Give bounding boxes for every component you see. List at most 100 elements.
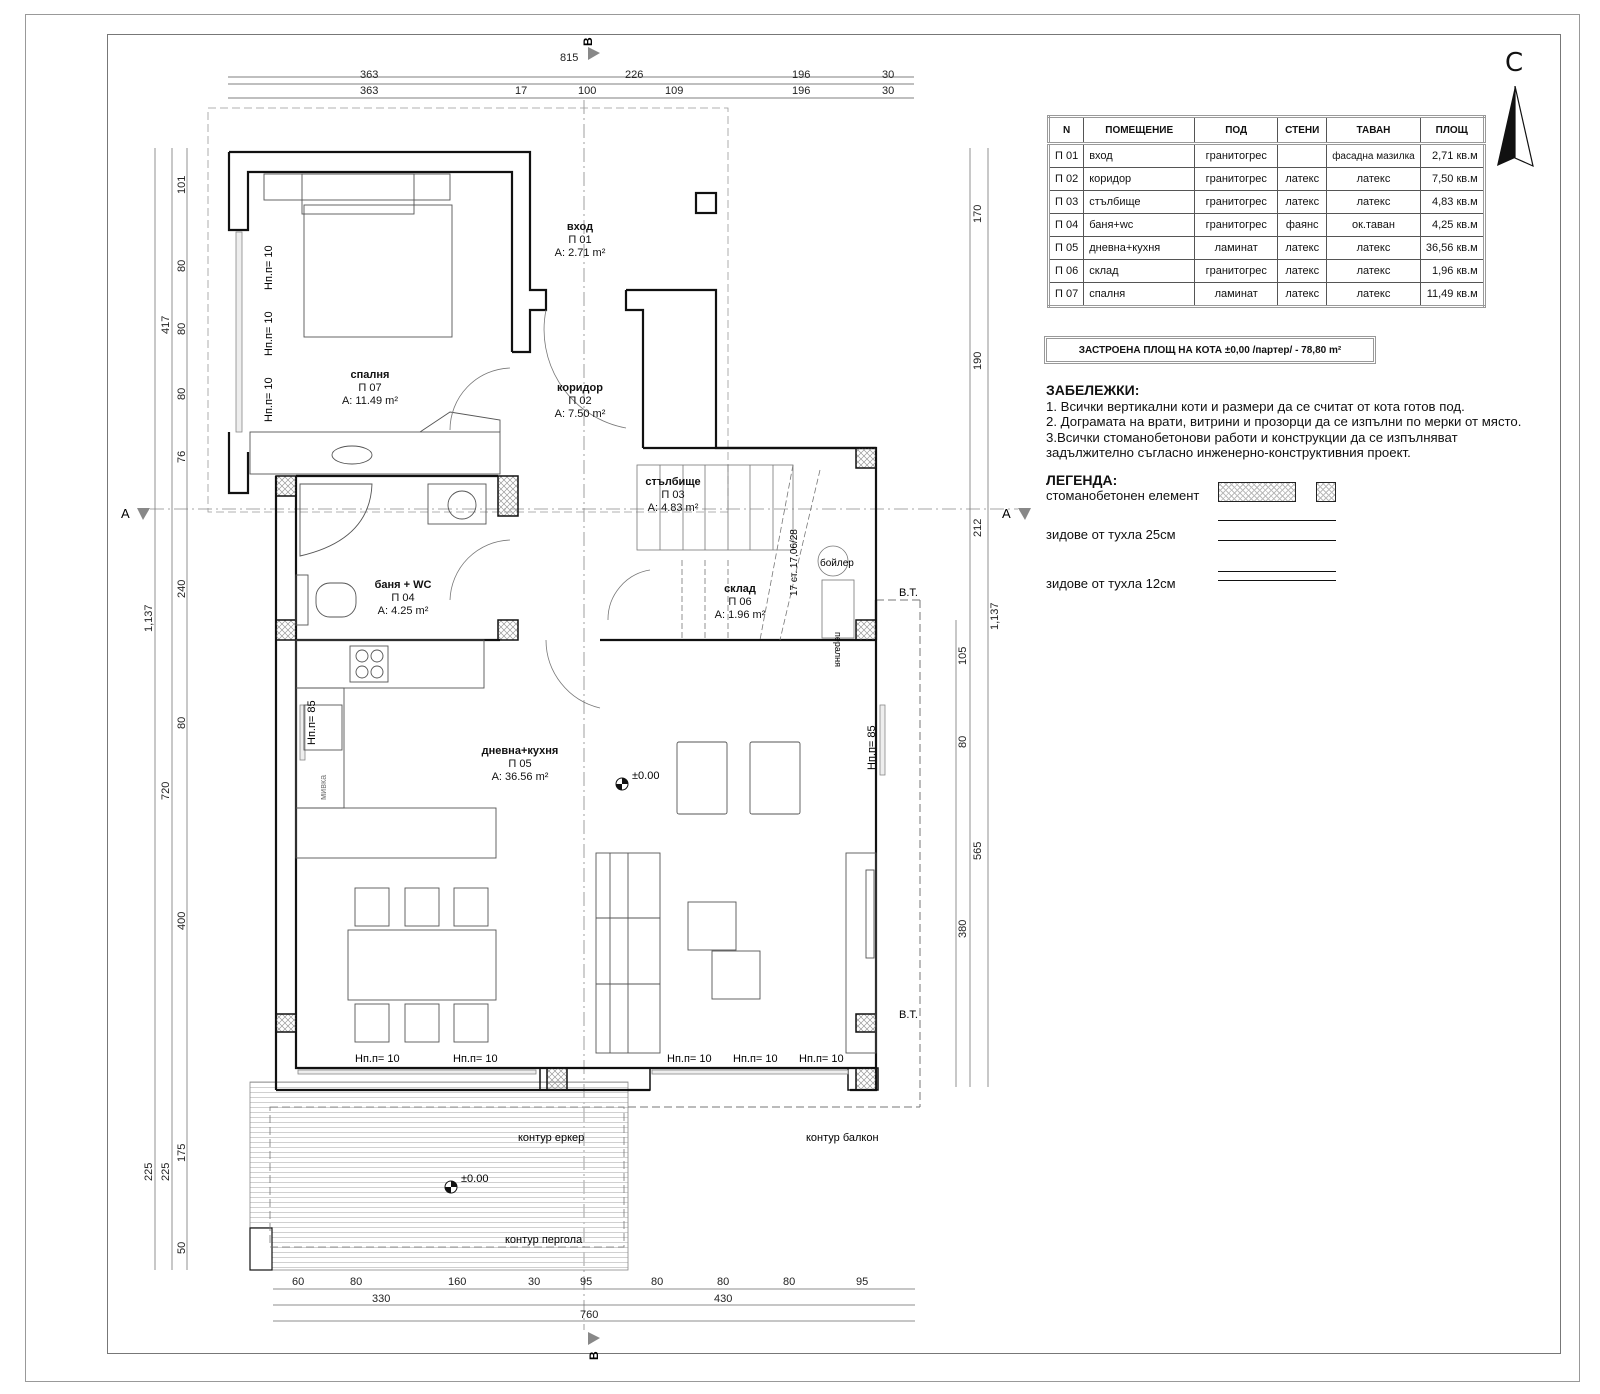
dim: 95: [856, 1276, 868, 1288]
balcony-contour-label: контур балкон: [806, 1132, 879, 1144]
windows: [235, 231, 886, 1075]
room-area: A: 36.56 m²: [492, 771, 549, 783]
staircase: [636, 464, 855, 641]
section-marker-right-icon: [1018, 508, 1031, 520]
window-sill-label: Нп.п= 10: [667, 1053, 712, 1065]
section-marker-top-icon: [588, 47, 600, 60]
dim: 363: [360, 69, 378, 81]
note-item: 2. Дограмата на врати, витрини и прозорц…: [1046, 414, 1522, 429]
north-arrow-icon: [1497, 86, 1534, 168]
window-sill-label: Нп.п= 85: [866, 725, 878, 770]
brick12-line-icon: [1218, 571, 1336, 572]
col-header: ТАВАН: [1326, 116, 1421, 144]
section-marker-left-icon: [137, 508, 150, 520]
window-sill-label: Нп.п= 10: [355, 1053, 400, 1065]
dim: 60: [292, 1276, 304, 1288]
dim: 170: [972, 205, 984, 223]
section-label-top: В: [581, 37, 595, 46]
dim: 17: [515, 85, 527, 97]
sink-label: мивка: [318, 775, 328, 800]
dim: 95: [580, 1276, 592, 1288]
bt-label: В.Т.: [899, 587, 918, 599]
right-dimensions: [955, 148, 989, 1087]
dim: 80: [717, 1276, 729, 1288]
terrace-deck: [249, 1081, 629, 1271]
walls: [227, 150, 878, 1092]
bedroom-furniture: [249, 173, 501, 475]
built-area-box: ЗАСТРОЕНА ПЛОЩ НА КОТА ±0,00 /партер/ - …: [1044, 336, 1376, 364]
living-furniture: [595, 741, 877, 1054]
dim: 160: [448, 1276, 466, 1288]
col-header: ПЛОЩ: [1419, 116, 1485, 144]
left-dimensions: [154, 148, 188, 1270]
window-sill-label: Нп.п= 10: [263, 311, 275, 356]
dim: 80: [957, 736, 969, 748]
drawing-frame: [107, 34, 1561, 1354]
window-sill-label: Нп.п= 10: [733, 1053, 778, 1065]
dim: 30: [528, 1276, 540, 1288]
north-label: С: [1505, 48, 1524, 78]
stairs-label: 17 ст. 17,06/28: [789, 529, 800, 596]
dim: 1,137: [143, 604, 155, 632]
dim: 720: [160, 782, 172, 800]
dim: 76: [176, 451, 188, 463]
level-mark-terrace: ±0.00: [444, 1173, 488, 1194]
concrete-hatch-icon: [1218, 482, 1296, 502]
note-item: 1. Всички вертикални коти и размери да с…: [1046, 398, 1465, 414]
dim: 50: [176, 1242, 188, 1254]
room-code: П 01: [568, 234, 591, 246]
section-label-bottom: В: [587, 1351, 601, 1360]
window-sill-label: Нп.п= 10: [263, 245, 275, 290]
window-sill-label: Нп.п= 85: [306, 700, 318, 745]
bay-contour-label: контур еркер: [518, 1132, 584, 1144]
dim: 80: [176, 717, 188, 729]
dim: 80: [176, 260, 188, 272]
dim: 80: [783, 1276, 795, 1288]
window-sill-label: Нп.п= 10: [263, 377, 275, 422]
washer-label: пералня: [833, 632, 843, 667]
dim: 105: [957, 647, 969, 665]
bottom-dimensions: [273, 1288, 915, 1322]
room-code: П 06: [728, 596, 751, 608]
dim: 226: [625, 69, 643, 81]
dim: 363: [360, 85, 378, 97]
note-item: задължително съгласно инженерно-конструк…: [1046, 445, 1411, 460]
dim: 175: [176, 1144, 188, 1162]
room-name-stairs: стълбище: [645, 476, 700, 488]
legend-brick25-label: зидове от тухла 25см: [1046, 527, 1176, 542]
dim: 430: [714, 1293, 732, 1305]
room-code: П 05: [508, 758, 531, 770]
dim: 1,137: [989, 602, 1001, 630]
table-header-row: N ПОМЕЩЕНИЕ ПОД СТЕНИ ТАВАН ПЛОЩ: [1047, 116, 1485, 144]
section-marker-bottom-icon: [588, 1332, 600, 1345]
boiler-label: бойлер: [820, 557, 854, 569]
table-row: П 01 вход гранитогрес фасадна мазилка 2,…: [1047, 143, 1485, 168]
section-label-left: А: [121, 506, 130, 521]
legend-brick12-label: зидове от тухла 12см: [1046, 576, 1176, 591]
room-area: A: 4.83 m²: [648, 502, 699, 514]
room-area: A: 11.49 m²: [342, 395, 398, 407]
pergola-column: [249, 1227, 273, 1271]
room-labels: вход П 01 A: 2.71 m² коридор П 02 A: 7.5…: [342, 221, 766, 783]
table-row: П 02 коридор гранитогрес латекс латекс 7…: [1047, 167, 1485, 191]
note-item: 3.Всички стоманобетонови работи и констр…: [1046, 429, 1458, 445]
table-row: П 07 спалня ламинат латекс латекс 11,49 …: [1047, 282, 1485, 307]
rooms-table: N ПОМЕЩЕНИЕ ПОД СТЕНИ ТАВАН ПЛОЩ П 01 вх…: [1047, 115, 1486, 308]
legend-concrete-label: стоманобетонен елемент: [1046, 488, 1200, 503]
notes-section: ЗАБЕЛЕЖКИ: 1. Всички вертикални коти и р…: [1046, 382, 1522, 461]
dim-total-top: 815: [560, 52, 578, 64]
kitchen: [295, 639, 497, 1043]
dim: 380: [957, 920, 969, 938]
pergola-outline: [269, 1106, 625, 1248]
drawing-sheet-border: [25, 14, 1580, 1382]
section-label-right: А: [1002, 506, 1011, 521]
table-row: П 06 склад гранитогрес латекс латекс 1,9…: [1047, 259, 1485, 283]
brick25-line-icon: [1218, 540, 1336, 541]
dim: 212: [972, 519, 984, 537]
dim: 417: [160, 316, 172, 334]
dim: 100: [578, 85, 596, 97]
room-code: П 03: [661, 489, 684, 501]
room-area: A: 4.25 m²: [378, 605, 429, 617]
dim: 225: [143, 1163, 155, 1181]
